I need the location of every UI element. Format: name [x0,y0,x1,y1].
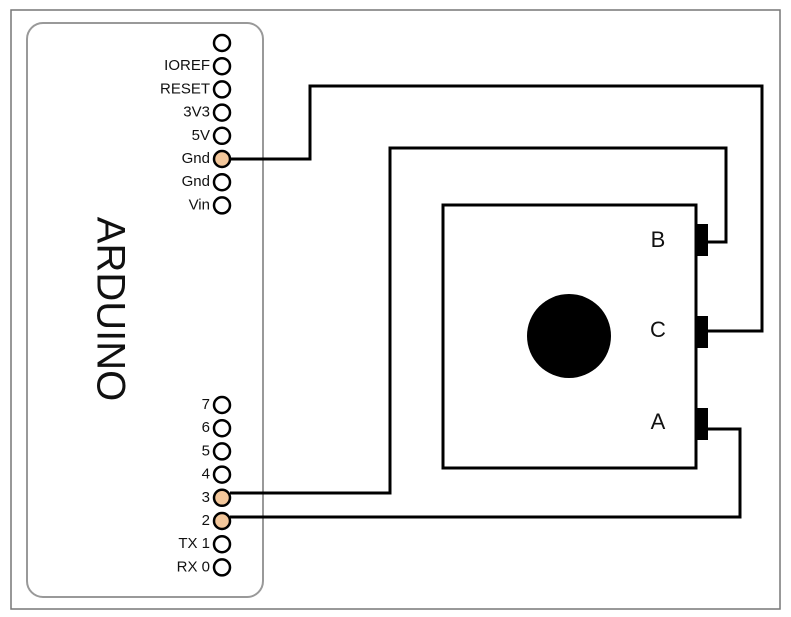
power-pin-7 [212,196,232,215]
digital-pin-label-2: 5 [202,442,210,459]
digital-pin-label-0: 7 [202,396,210,413]
digital-pin-label-4: 3 [202,489,210,506]
digital-pin-4 [212,488,232,508]
wire-pin2-to-a [230,427,742,519]
power-pin-label-2: RESET [160,80,210,97]
digital-pin-label-3: 4 [202,466,210,483]
digital-pin-2 [212,442,232,461]
power-pin-2 [212,80,232,99]
power-pin-label-3: 3V3 [183,104,210,121]
wire-gnd-to-c [230,84,764,333]
power-pin-1 [212,56,232,76]
encoder-terminal-a [696,408,708,440]
digital-pin-1 [212,418,232,438]
digital-pin-5 [212,511,232,531]
board-name: ARDUINO [88,217,132,401]
digital-pin-label-7: RX 0 [177,558,210,575]
arduino-board [26,22,264,598]
terminal-label-a: A [651,409,666,434]
encoder-terminal-b [696,224,708,256]
digital-header: 7 6 5 4 3 2 TX 1 RX 0 [177,395,232,577]
encoder-knob [527,294,611,378]
power-pin-label-4: 5V [192,127,210,144]
power-pin-5 [212,149,232,169]
power-pin-6 [212,172,232,192]
digital-pin-label-1: 6 [202,419,210,436]
power-pin-label-6: Gnd [182,173,210,190]
wire-pin3-to-b [230,146,728,495]
power-pin-label-5: Gnd [182,150,210,167]
power-pin-label-7: Vin [189,196,210,213]
power-pin-4 [212,126,232,146]
digital-pin-7 [212,558,232,577]
digital-pin-3 [212,465,232,484]
digital-pin-label-6: TX 1 [178,535,210,552]
power-pin-label-1: IOREF [164,57,210,74]
encoder-terminal-c [696,316,708,348]
power-pin-0 [212,33,232,53]
digital-pin-label-5: 2 [202,512,210,529]
terminal-label-b: B [651,227,666,252]
digital-pin-0 [212,395,232,415]
terminal-label-c: C [650,317,666,342]
digital-pin-6 [212,534,232,554]
power-pin-3 [212,103,232,122]
